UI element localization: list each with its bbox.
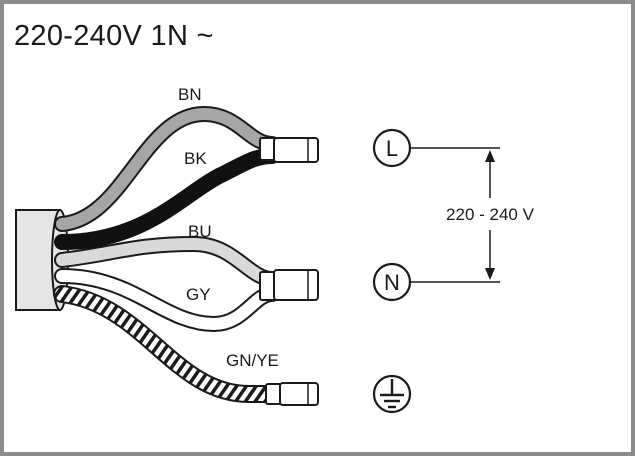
terminal-neutral: N <box>372 262 412 302</box>
ferrule-live <box>259 137 319 163</box>
ferrule-neutral <box>259 269 319 301</box>
supply-title: 220-240V 1N ~ <box>14 20 214 52</box>
wire-bu <box>54 235 280 287</box>
ferrule-earth <box>265 382 319 406</box>
terminal-neutral-label: N <box>384 270 400 295</box>
arrow-down-icon <box>485 268 495 280</box>
terminal-live-label: L <box>386 136 398 161</box>
wire-bk <box>54 148 280 250</box>
cable-sheath <box>15 209 69 311</box>
arrow-up-icon <box>485 150 495 162</box>
voltage-indicator: 220 - 240 V <box>410 147 535 283</box>
wire-label-gy: GY <box>186 285 211 304</box>
terminal-live: L <box>372 128 412 168</box>
wire-label-bk: BK <box>184 149 207 168</box>
wiring-diagram: BN BK BU GY GN/YE L N 220 - <box>15 85 535 414</box>
wire-gnye <box>53 285 281 403</box>
wire-label-bn: BN <box>178 85 202 104</box>
wire-gy <box>54 268 280 333</box>
wire-bn <box>54 105 280 232</box>
wire-label-bu: BU <box>188 222 212 241</box>
wire-label-gnye: GN/YE <box>226 351 279 370</box>
earth-icon <box>372 374 412 414</box>
voltage-label: 220 - 240 V <box>446 205 535 224</box>
